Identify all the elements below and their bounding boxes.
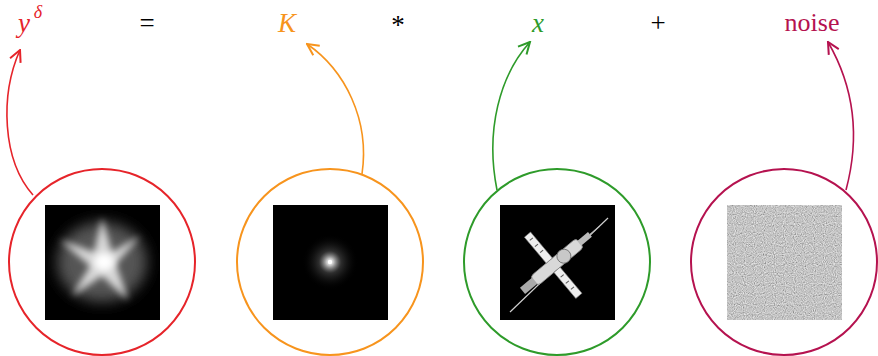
pointer-arrow <box>307 44 363 174</box>
noise-image <box>727 205 842 320</box>
math-symbol: x <box>532 10 544 37</box>
pointer-arrow <box>493 42 530 190</box>
pointer-arrow <box>7 50 33 195</box>
frame-circle <box>691 169 877 355</box>
math-symbol: y <box>18 10 30 37</box>
operator: * <box>391 12 405 39</box>
operator: = <box>139 10 154 37</box>
satellite-image <box>497 196 625 322</box>
term-label: noise <box>785 10 840 36</box>
superscript: δ <box>34 3 42 21</box>
frame-circle <box>464 169 650 355</box>
psf-image <box>273 205 388 320</box>
frame-circle <box>237 169 423 355</box>
pointer-arrow <box>828 42 853 190</box>
frame-circle <box>9 169 195 355</box>
math-symbol: K <box>278 10 296 37</box>
operator: + <box>650 10 665 37</box>
blurred-image <box>45 205 160 320</box>
